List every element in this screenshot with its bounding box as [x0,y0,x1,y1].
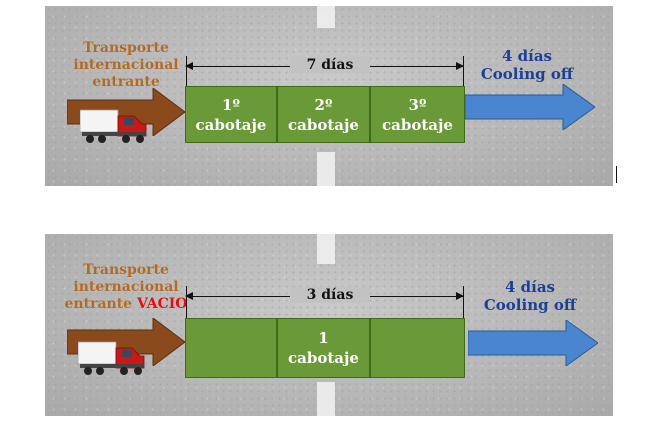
label-line: 4 días [501,47,552,65]
cabotage-segment: 3º cabotaje [370,86,465,143]
cabotage-segments: 1 cabotaje [185,318,465,378]
road-lane-mark [317,382,335,416]
label-line: Transporte [83,40,169,56]
road-lane-mark [317,6,335,28]
truck-icon [80,109,147,143]
road-lane-mark [317,152,335,186]
blue-arrow-icon [465,84,595,130]
label-text: entrante [64,296,133,312]
segment-label: cabotaje [382,115,453,134]
segment-label: cabotaje [288,349,359,367]
duration-tick [186,56,187,90]
segment-number: 2º [314,95,333,114]
label-line: internacional [73,57,179,73]
empty-segment [185,318,277,378]
label-line: 4 días [504,278,555,296]
label-line: Cooling off [480,65,574,83]
duration-tick [186,286,187,320]
duration-tick [463,56,464,90]
top-diagram-panel: Transporte internacional entrante 7 días… [45,6,613,186]
blue-arrow-icon [468,320,598,366]
text-cursor [616,166,617,183]
duration-tick [463,286,464,320]
segment-number: 1 [318,329,329,347]
cabotage-segments: 1º cabotaje 2º cabotaje 3º cabotaje [185,86,465,143]
road-lane-mark [317,234,335,264]
segment-number: 1º [222,95,240,114]
cabotage-segment: 2º cabotaje [277,86,370,143]
segment-number: 3º [408,95,427,114]
empty-segment [370,318,465,378]
label-line: Cooling off [483,296,577,314]
incoming-transport-label: Transporte internacional entrante VACIO [61,262,191,313]
label-line: entrante VACIO [61,296,191,313]
segment-label: cabotaje [195,115,267,134]
incoming-transport-label: Transporte internacional entrante [67,40,185,91]
cooling-off-label: 4 días Cooling off [467,47,587,83]
bottom-diagram-panel: Transporte internacional entrante VACIO … [45,234,613,416]
label-line: Transporte [83,262,169,278]
cabotage-segment: 1 cabotaje [277,318,370,378]
segment-label: cabotaje [288,115,359,134]
label-line: entrante [92,74,160,90]
cooling-off-label: 4 días Cooling off [470,278,590,314]
label-line: internacional [73,279,179,295]
duration-label: 3 días [290,287,370,303]
duration-label: 7 días [290,57,370,73]
empty-highlight: VACIO [136,296,188,312]
cabotage-segment: 1º cabotaje [185,86,277,143]
truck-icon [78,341,145,375]
